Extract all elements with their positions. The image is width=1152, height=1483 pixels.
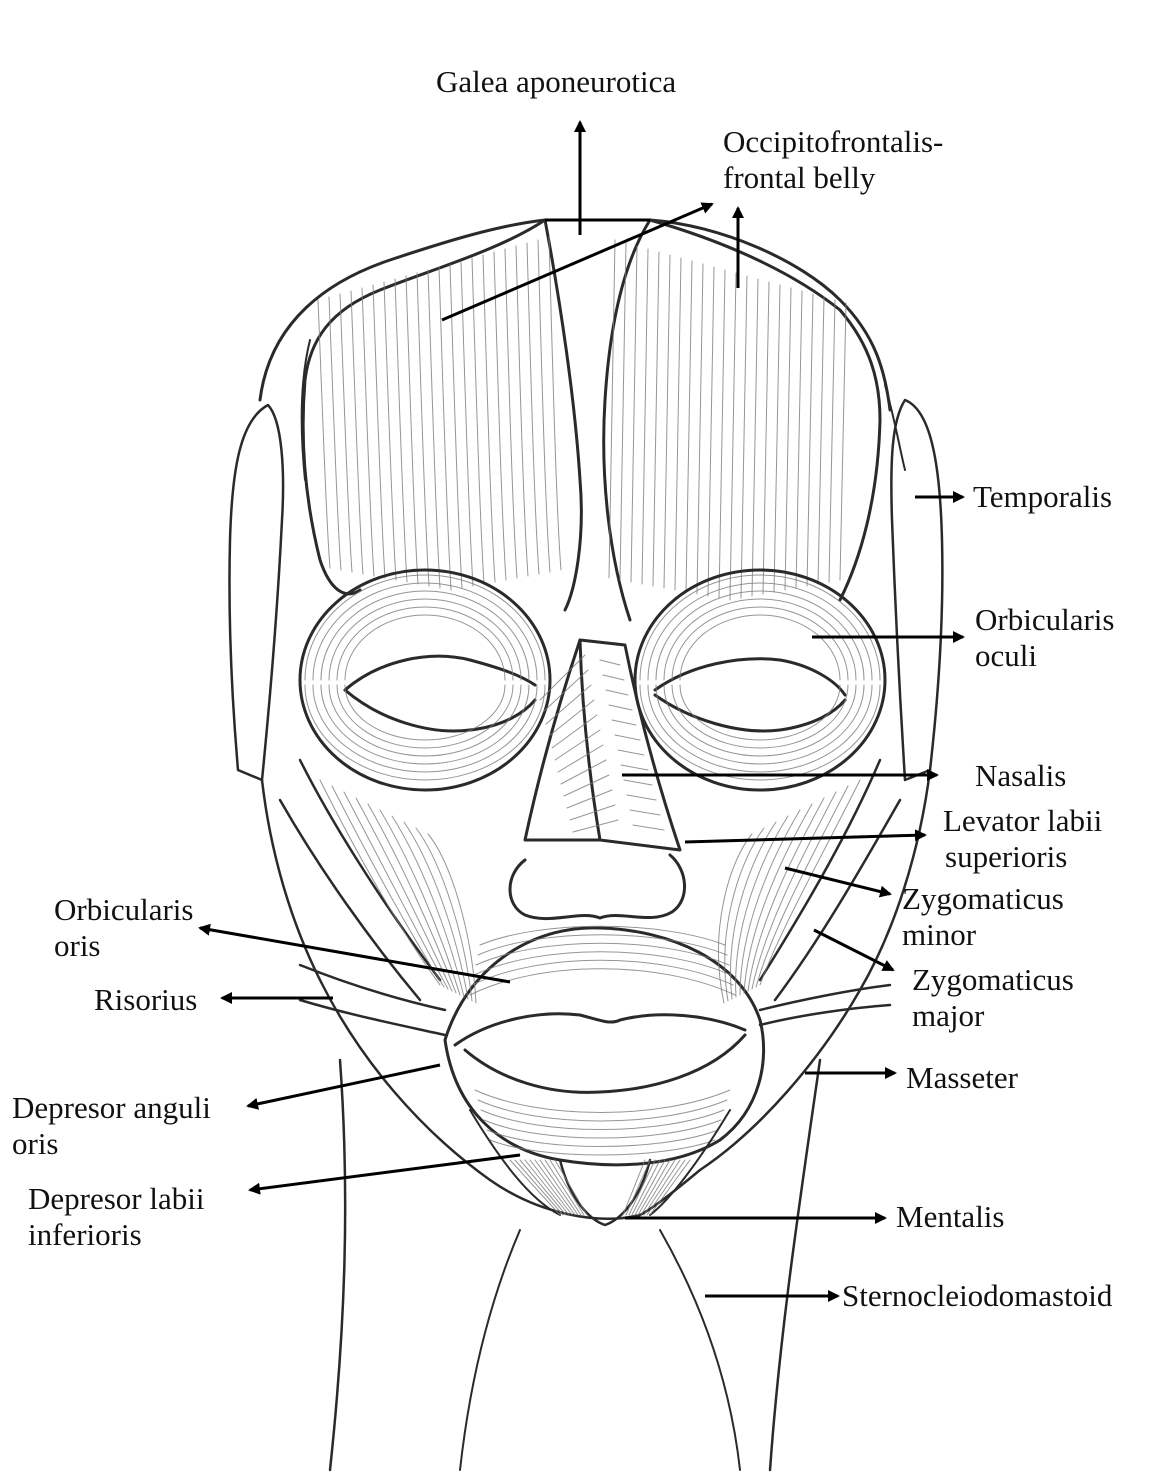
label-zygomaticus-minor: Zygomaticus minor: [902, 881, 1064, 953]
label-risorius: Risorius: [94, 982, 197, 1018]
head-outline: [229, 220, 942, 1470]
orbicularis-oris-sketch: [445, 926, 764, 1165]
frontal-belly-sketch: [303, 220, 880, 620]
label-depresor-anguli-oris: Depresor anguli oris: [12, 1090, 211, 1162]
label-levator-labii-superioris: Levator labii superioris: [943, 803, 1102, 875]
label-mentalis: Mentalis: [896, 1199, 1005, 1235]
dep-anguli-arrow: [248, 1065, 440, 1106]
leader-lines: [200, 122, 963, 1296]
label-masseter: Masseter: [906, 1060, 1018, 1096]
zyg-minor-arrow: [785, 868, 890, 894]
label-orbicularis-oculi: Orbicularis oculi: [975, 602, 1114, 674]
label-galea-aponeurotica: Galea aponeurotica: [436, 64, 676, 100]
nasalis-sketch: [510, 640, 685, 919]
orbicularis-oculi-sketch: [300, 570, 885, 790]
levator-arrow: [685, 835, 925, 842]
label-orbicularis-oris: Orbicularis oris: [54, 892, 193, 964]
label-temporalis: Temporalis: [973, 479, 1112, 515]
label-depresor-labii-inferioris: Depresor labii inferioris: [28, 1181, 204, 1253]
label-sternocleiodomastoid: Sternocleiodomastoid: [842, 1278, 1112, 1314]
label-nasalis: Nasalis: [975, 758, 1066, 794]
label-zygomaticus-major: Zygomaticus major: [912, 962, 1074, 1034]
label-occipitofrontalis: Occipitofrontalis- frontal belly: [723, 124, 943, 196]
orb-oris-arrow: [200, 928, 510, 982]
